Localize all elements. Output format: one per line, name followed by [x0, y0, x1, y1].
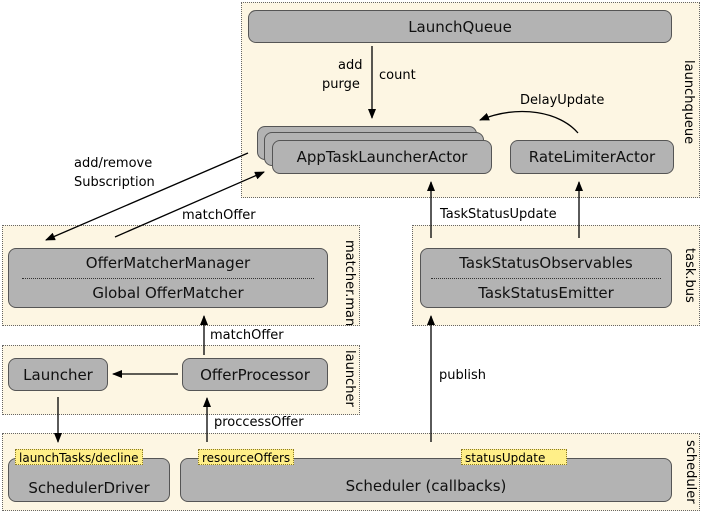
launcher-box: Launcher	[8, 358, 108, 391]
zone-label-launcher: launcher	[342, 350, 357, 407]
offer-matcher-divider	[21, 277, 315, 279]
offer-processor-box: OfferProcessor	[182, 358, 328, 391]
zone-label-taskbus: task.bus	[682, 248, 697, 303]
label-subscription: Subscription	[74, 175, 155, 190]
label-add-remove: add/remove	[74, 156, 153, 171]
scheduler-driver-label: SchedulerDriver	[28, 479, 150, 497]
label-delay-update: DelayUpdate	[520, 93, 605, 108]
offer-matcher-manager-box: OfferMatcherManager Global OfferMatcher	[8, 248, 328, 308]
scheduler-callbacks-label: Scheduler (callbacks)	[345, 477, 507, 495]
global-offer-matcher-label: Global OfferMatcher	[92, 283, 244, 302]
launch-queue-box: LaunchQueue	[248, 10, 672, 43]
label-count: count	[379, 68, 416, 83]
label-purge: purge	[322, 77, 360, 92]
launch-tasks-decline-tag: launchTasks/decline	[15, 449, 143, 465]
arrow-delay-update	[479, 110, 579, 134]
arrow-add-remove-subscription	[45, 152, 249, 241]
resource-offers-tag: resourceOffers	[198, 449, 295, 465]
label-publish: publish	[439, 368, 486, 383]
app-task-launcher-actor-box: AppTaskLauncherActor	[272, 140, 492, 174]
zone-label-launchqueue: launchqueue	[681, 60, 696, 145]
task-status-divider	[431, 277, 661, 279]
task-status-box: TaskStatusObservables TaskStatusEmitter	[420, 248, 672, 308]
label-match-offer-top: matchOffer	[182, 208, 256, 223]
label-process-offer: proccessOffer	[214, 415, 304, 430]
label-match-offer-mid: matchOffer	[210, 328, 284, 343]
scheduler-callbacks-box: Scheduler (callbacks)	[180, 458, 672, 502]
offer-matcher-manager-label: OfferMatcherManager	[85, 254, 251, 273]
task-status-emitter-label: TaskStatusEmitter	[478, 283, 614, 302]
status-update-tag: statusUpdate	[461, 449, 567, 465]
rate-limiter-actor-box: RateLimiterActor	[510, 140, 674, 174]
arrow-match-offer-up	[114, 171, 265, 238]
label-add: add	[338, 58, 363, 73]
scheduler-driver-box: SchedulerDriver	[8, 458, 170, 502]
label-task-status-update: TaskStatusUpdate	[440, 207, 557, 222]
zone-label-matcher: matcher.man	[342, 240, 357, 327]
zone-label-scheduler: scheduler	[683, 440, 698, 504]
task-status-observables-label: TaskStatusObservables	[459, 254, 633, 273]
